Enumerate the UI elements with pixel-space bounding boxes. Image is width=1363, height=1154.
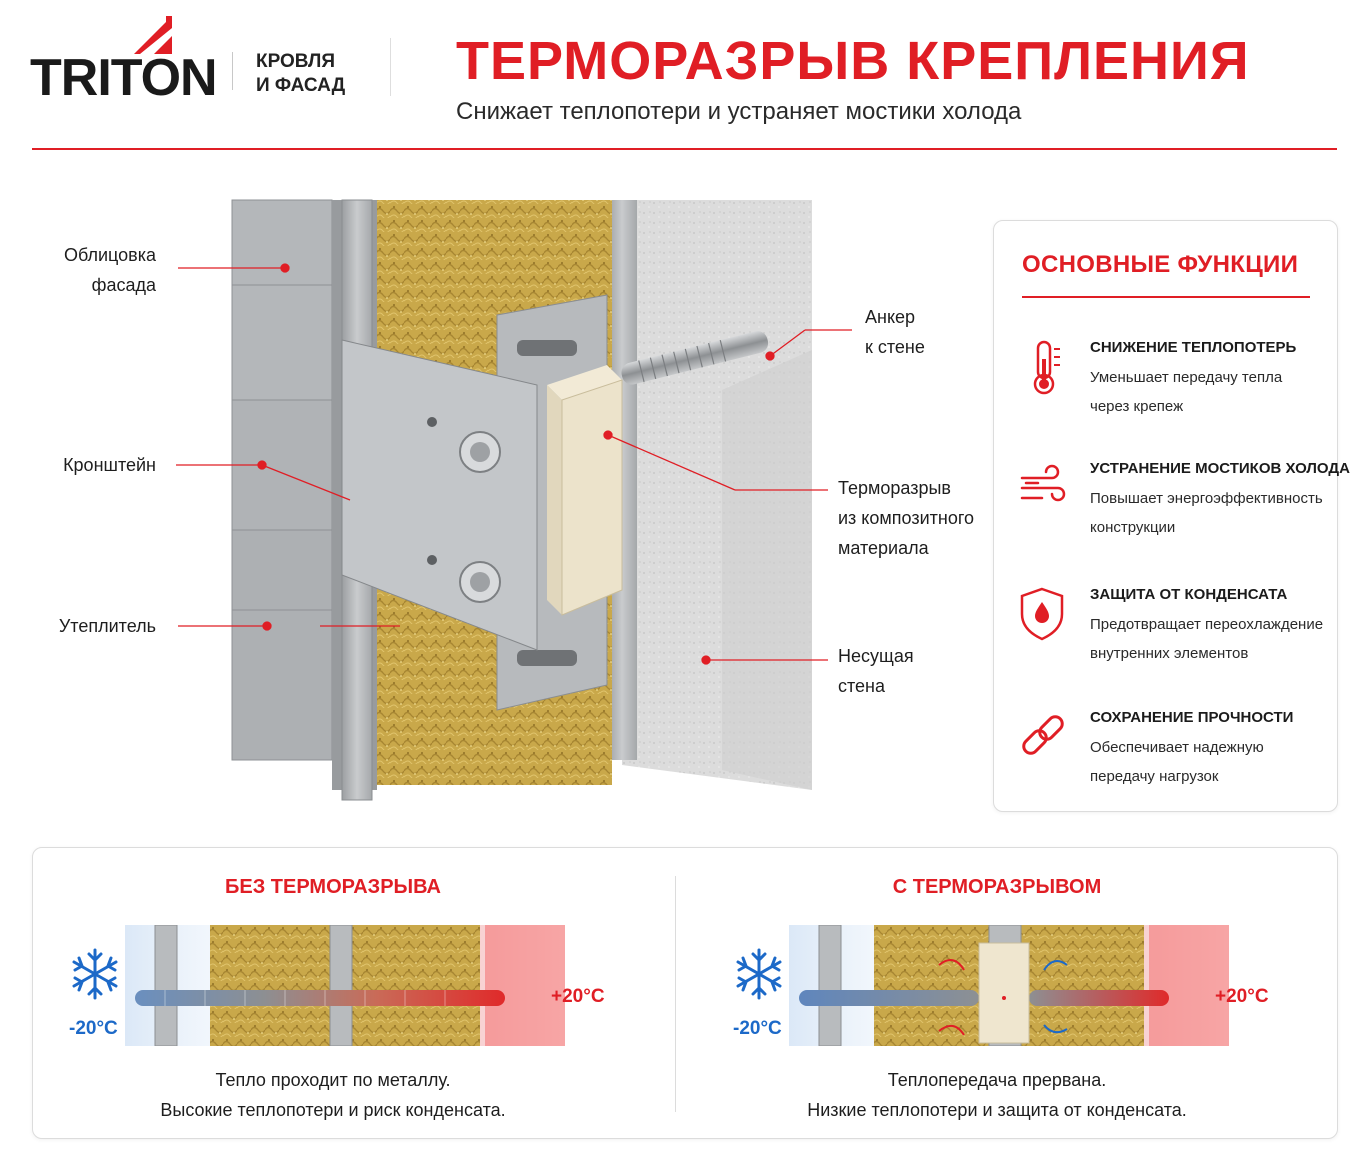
thermometer-icon: [1033, 340, 1060, 395]
wall-anchor: [621, 331, 769, 385]
function-description: Обеспечивает надежную передачу нагрузок: [1090, 733, 1330, 791]
comparison-without-panel: БЕЗ ТЕРМОРАЗРЫВА: [33, 848, 673, 1138]
function-item: СНИЖЕНИЕ ТЕПЛОПОТЕРЬ Уменьшает передачу …: [1018, 339, 1328, 429]
callout-anchor-line2: к стене: [865, 337, 925, 357]
comparison-with-line1: Теплопередача прервана.: [887, 1070, 1107, 1090]
triton-logo: TRITON: [30, 16, 220, 107]
facade-bracket-illustration: [231, 199, 812, 801]
function-description: Предотвращает переохлаждение внутренних …: [1090, 610, 1330, 668]
comparison-with-line2: Низкие теплопотери и защита от конденсат…: [807, 1100, 1187, 1120]
comparison-with-title: С ТЕРМОРАЗРЫВОМ: [892, 876, 1102, 898]
comparison-without-title: БЕЗ ТЕРМОРАЗРЫВА: [224, 876, 441, 898]
callout-insulation: Утеплитель: [36, 611, 156, 641]
logo-divider: [232, 52, 233, 90]
callout-thermal-break-line2: из композитного: [838, 508, 975, 528]
warm-temperature: +20°C: [1215, 986, 1269, 1007]
wind-icon: [1020, 464, 1066, 502]
heat-flow-strip-with: [789, 925, 1229, 1046]
shield-drop-icon: [1020, 587, 1064, 641]
callout-thermal-break-line1: Терморазрыв: [838, 478, 951, 498]
warm-temperature: +20°C: [551, 986, 605, 1007]
heat-flow-strip-without: [125, 925, 565, 1046]
functions-card: ОСНОВНЫЕ ФУНКЦИИ СНИЖЕНИЕ ТЕПЛОПОТЕРЬ Ум…: [993, 220, 1350, 812]
snowflake-icon: [72, 948, 118, 1000]
functions-title: ОСНОВНЫЕ ФУНКЦИИ: [1022, 251, 1299, 278]
comparison-with-caption: Теплопередача прервана. Низкие теплопоте…: [697, 1065, 1297, 1125]
function-description-line2: через крепеж: [1090, 398, 1184, 415]
callout-bracket: Кронштейн: [36, 450, 156, 480]
snowflake-icon: [736, 948, 782, 1000]
function-item: ЗАЩИТА ОТ КОНДЕНСАТА Предотвращает перео…: [1018, 586, 1328, 676]
logo-wordmark: TRITON: [30, 49, 218, 107]
function-description: Уменьшает передачу тепла через крепеж: [1090, 363, 1330, 421]
callout-insulation-line1: Утеплитель: [58, 616, 156, 636]
comparison-card: БЕЗ ТЕРМОРАЗРЫВА: [32, 847, 1338, 1139]
callout-wall: Несущая стена: [838, 641, 914, 701]
header-divider: [390, 38, 391, 96]
function-item: СОХРАНЕНИЕ ПРОЧНОСТИ Обеспечивает надежн…: [1018, 709, 1328, 799]
bracket-bolts: [459, 431, 501, 603]
callout-anchor: Анкер к стене: [865, 302, 925, 362]
callout-wall-line1: Несущая: [838, 646, 914, 666]
callout-wall-line2: стена: [838, 676, 886, 696]
function-heading: СОХРАНЕНИЕ ПРОЧНОСТИ: [1090, 709, 1294, 726]
page-title: ТЕРМОРАЗРЫВ КРЕПЛЕНИЯ: [456, 31, 1250, 91]
header-rule: [32, 148, 1337, 150]
function-description-line2: внутренних элементов: [1090, 645, 1249, 662]
callout-anchor-line1: Анкер: [865, 307, 916, 327]
cold-temperature: -20°C: [733, 1018, 782, 1039]
chain-link-icon: [1022, 715, 1064, 755]
callout-bracket-line1: Кронштейн: [63, 455, 156, 475]
function-description-line2: конструкции: [1090, 519, 1176, 536]
comparison-without-caption: Тепло проходит по металлу. Высокие тепло…: [33, 1065, 633, 1125]
function-description-line1: Обеспечивает надежную: [1090, 739, 1264, 756]
logo-tagline-line1: КРОВЛЯ: [256, 51, 336, 72]
logo-tagline-line2: И ФАСАД: [256, 75, 346, 96]
comparison-without-line1: Тепло проходит по металлу.: [215, 1070, 451, 1090]
function-heading: УСТРАНЕНИЕ МОСТИКОВ ХОЛОДА: [1090, 460, 1350, 477]
page-subtitle: Снижает теплопотери и устраняет мостики …: [456, 98, 1022, 125]
comparison-with-panel: С ТЕРМОРАЗРЫВОМ: [697, 848, 1337, 1138]
logo-tagline: КРОВЛЯ И ФАСАД: [256, 50, 345, 98]
callout-facade: Облицовка фасада: [36, 240, 156, 300]
callout-facade-line1: Облицовка: [63, 245, 156, 265]
callout-thermal-break-line3: материала: [838, 538, 929, 558]
thermal-break-block: [561, 379, 623, 616]
function-heading: СНИЖЕНИЕ ТЕПЛОПОТЕРЬ: [1090, 339, 1297, 356]
comparison-without-line2: Высокие теплопотери и риск конденсата.: [160, 1100, 506, 1120]
function-description-line2: передачу нагрузок: [1090, 768, 1219, 785]
function-description: Повышает энергоэффективность конструкции: [1090, 484, 1330, 542]
function-item: УСТРАНЕНИЕ МОСТИКОВ ХОЛОДА Повышает энер…: [1018, 460, 1350, 550]
callout-facade-line2: фасада: [91, 275, 156, 295]
callout-thermal-break: Терморазрыв из композитного материала: [838, 473, 974, 563]
function-heading: ЗАЩИТА ОТ КОНДЕНСАТА: [1090, 586, 1288, 603]
functions-rule: [1022, 296, 1310, 298]
function-description-line1: Предотвращает переохлаждение: [1090, 616, 1324, 633]
thermal-break-top: [547, 365, 622, 400]
function-description-line1: Повышает энергоэффективность: [1090, 490, 1323, 507]
comparison-divider: [675, 876, 676, 1112]
logo-roof-mark-icon: [134, 16, 172, 54]
function-description-line1: Уменьшает передачу тепла: [1090, 369, 1283, 386]
cold-temperature: -20°C: [69, 1018, 118, 1039]
